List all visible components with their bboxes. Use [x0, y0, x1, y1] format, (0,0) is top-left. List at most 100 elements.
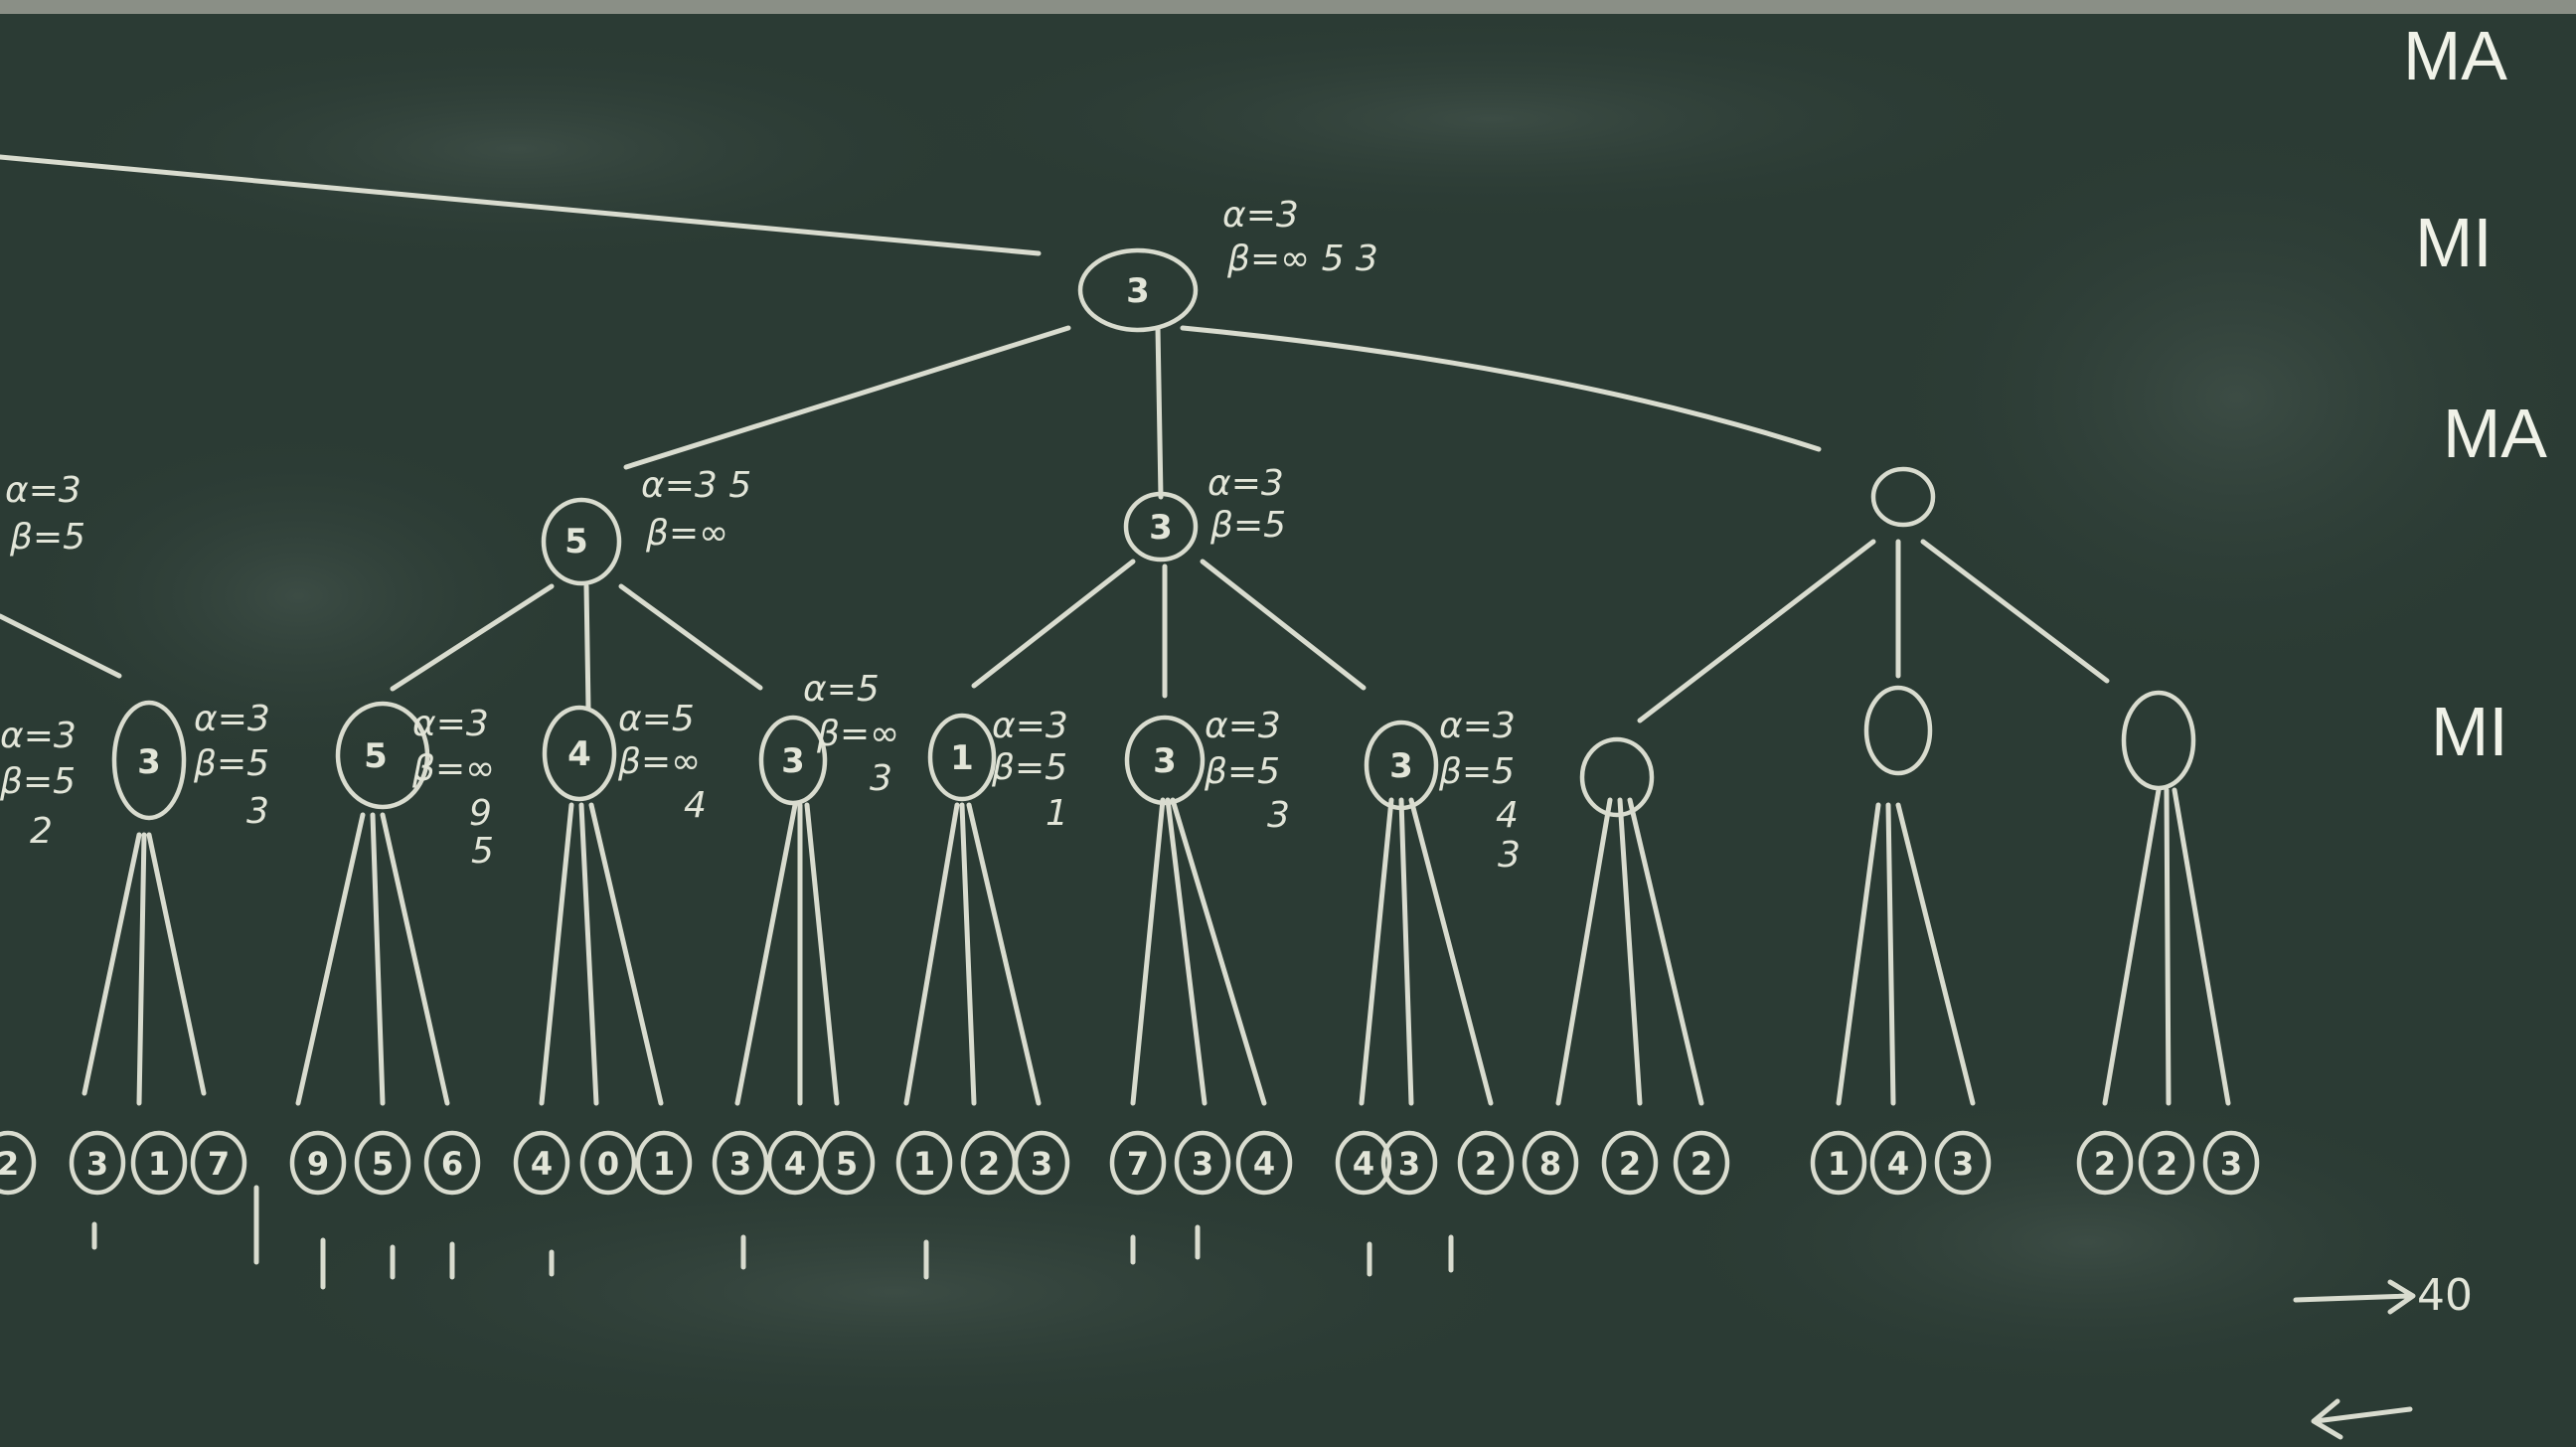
leaf-node: 3 [69, 1130, 126, 1196]
leaf-node: 3 [712, 1130, 769, 1196]
leaf-circle [1673, 1130, 1730, 1196]
level2-alpha: α=3 [0, 716, 77, 756]
leaf-node: 9 [289, 1130, 347, 1196]
level2-node [1579, 736, 1655, 818]
root-value: 3 [1126, 271, 1150, 311]
tree-edges [0, 154, 2231, 1106]
leaf-node: 1 [635, 1130, 693, 1196]
level1-node [1123, 491, 1199, 563]
level2-value: 1 [950, 738, 974, 778]
level2-value: 5 [364, 736, 388, 776]
level2-extra: 3 [1267, 795, 1290, 836]
level-label-min: MI [2415, 204, 2493, 281]
leaf-value: 9 [307, 1145, 329, 1183]
leaf-value: 3 [729, 1145, 751, 1183]
leaf-circle [1335, 1130, 1392, 1196]
partial-beta: β=5 [9, 517, 85, 558]
leaf-value: 2 [0, 1145, 19, 1183]
leaf-node: 2 [1457, 1130, 1515, 1196]
leaf-circle [1810, 1130, 1867, 1196]
level2-beta: β=∞ [617, 741, 701, 782]
leaf-circle [712, 1130, 769, 1196]
level2-node [335, 701, 430, 810]
leaf-circle [818, 1130, 876, 1196]
leaf-value: 7 [208, 1145, 230, 1183]
level2-alpha: α=5 [618, 699, 695, 739]
leaf-value: 2 [2094, 1145, 2116, 1183]
leaf-value: 2 [1475, 1145, 1497, 1183]
leaf-node: 2 [2076, 1130, 2134, 1196]
leaf-circle [1522, 1130, 1579, 1196]
leaf-value: 5 [836, 1145, 858, 1183]
level1-beta: β=5 [1209, 505, 1286, 546]
leaf-circle [1013, 1130, 1070, 1196]
leaf-node: 2 [0, 1130, 37, 1196]
level2-beta: β=5 [1438, 751, 1515, 792]
leaf-value: 1 [653, 1145, 675, 1183]
level2-beta: β=5 [991, 747, 1067, 788]
leaf-value: 4 [1887, 1145, 1909, 1183]
leaf-node: 3 [1013, 1130, 1070, 1196]
leaf-node: 3 [1380, 1130, 1438, 1196]
leaf-circle [1869, 1130, 1927, 1196]
leaf-circle [2138, 1130, 2195, 1196]
leaf-value: 4 [531, 1145, 553, 1183]
side-note: 40 [2293, 1270, 2473, 1440]
leaf-node: 0 [579, 1130, 637, 1196]
level2-alpha: α=3 [194, 699, 270, 739]
leaf-value: 3 [1192, 1145, 1213, 1183]
leaf-value: 4 [1253, 1145, 1275, 1183]
level2-node [758, 715, 828, 806]
leaf-node: 6 [423, 1130, 481, 1196]
leaf-value: 1 [913, 1145, 935, 1183]
leaf-value: 3 [86, 1145, 108, 1183]
leaf-node: 4 [513, 1130, 570, 1196]
root-node [1077, 247, 1199, 333]
level2-node [927, 713, 997, 802]
leaf-node: 3 [2202, 1130, 2260, 1196]
leaf-node: 4 [1869, 1130, 1927, 1196]
level1-value: 5 [564, 522, 588, 562]
leaf-circle [354, 1130, 411, 1196]
leaf-circle [1109, 1130, 1167, 1196]
leaf-value: 2 [1690, 1145, 1712, 1183]
leaf-value: 7 [1127, 1145, 1149, 1183]
level2-extra: 1 [1046, 793, 1068, 834]
leaf-value: 3 [1398, 1145, 1420, 1183]
level2-extra: 2 [30, 811, 53, 852]
root-alpha: α=3 [1222, 195, 1299, 236]
level2-beta: β=5 [1204, 751, 1280, 792]
leaf-circle [2202, 1130, 2260, 1196]
level2-node [1124, 715, 1206, 806]
leaf-circle [579, 1130, 637, 1196]
leaf-circle [289, 1130, 347, 1196]
leaf-node: 7 [1109, 1130, 1167, 1196]
level1-value: 3 [1149, 508, 1173, 548]
leaf-node: 1 [130, 1130, 188, 1196]
leaf-value: 2 [978, 1145, 1000, 1183]
leaf-circle [1934, 1130, 1992, 1196]
leaf-node: 2 [1601, 1130, 1659, 1196]
level2-alpha: α=3 [1439, 706, 1516, 746]
level1-node [541, 497, 622, 586]
leaf-value: 1 [148, 1145, 170, 1183]
level2-extra: 3 [246, 791, 269, 832]
leaf-value: 4 [1353, 1145, 1374, 1183]
leaf-value: 4 [784, 1145, 806, 1183]
level2-beta: β=5 [193, 743, 269, 784]
leaf-circle [1380, 1130, 1438, 1196]
leaf-value: 3 [1952, 1145, 1974, 1183]
level2-value: 3 [137, 742, 161, 782]
partial-alpha: α=3 [5, 470, 81, 511]
leaf-circle [1235, 1130, 1293, 1196]
level2-node [111, 700, 187, 821]
leaf-node: 1 [895, 1130, 953, 1196]
leaf-value: 3 [2220, 1145, 2242, 1183]
leaf-node: 3 [1174, 1130, 1231, 1196]
level2-alpha: α=5 [803, 669, 880, 710]
leaf-node: 5 [354, 1130, 411, 1196]
level2-value: 4 [567, 734, 591, 774]
leaf-value: 0 [597, 1145, 619, 1183]
level1-beta: β=∞ [645, 513, 728, 554]
